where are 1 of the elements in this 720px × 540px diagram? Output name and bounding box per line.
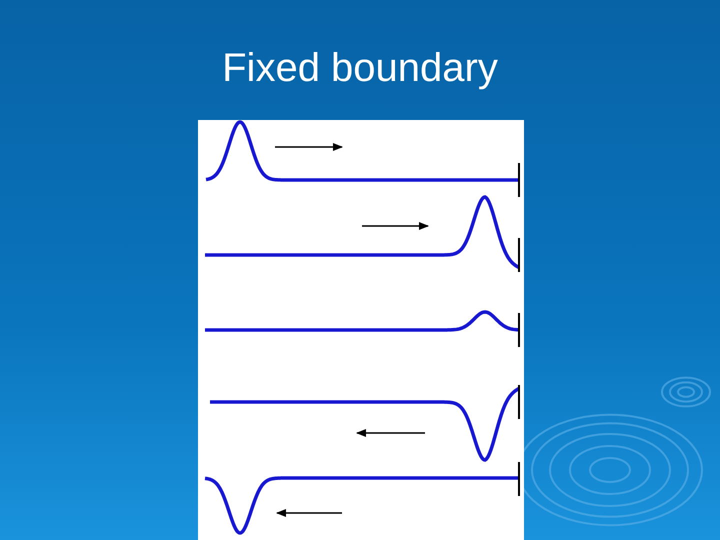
slide-title: Fixed boundary [221, 45, 499, 92]
